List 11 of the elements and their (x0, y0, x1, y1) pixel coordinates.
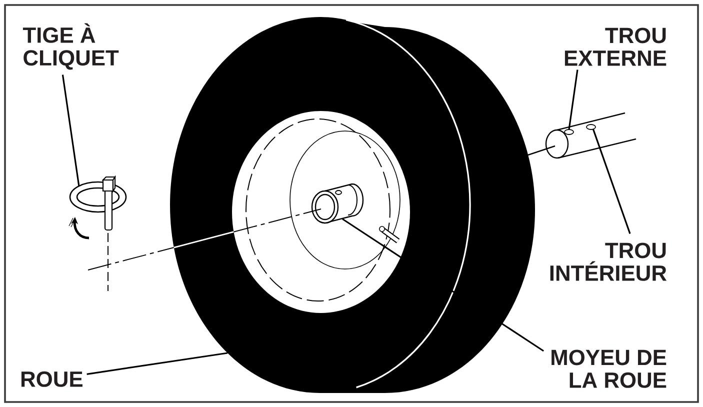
leader-line (568, 70, 578, 130)
hole (564, 129, 574, 135)
leader-line (592, 128, 631, 234)
part-label: TROU EXTERNE (564, 28, 666, 66)
part-label: TIGE À CLIQUET (22, 23, 119, 70)
hole (586, 124, 596, 130)
part-label: ROUE (21, 371, 82, 387)
part-label: MOYEU DE LA ROUE (552, 350, 666, 388)
ring-pin (69, 175, 127, 231)
part-label: TROU INTÉRIEUR (550, 242, 667, 281)
leader-line (62, 74, 80, 186)
